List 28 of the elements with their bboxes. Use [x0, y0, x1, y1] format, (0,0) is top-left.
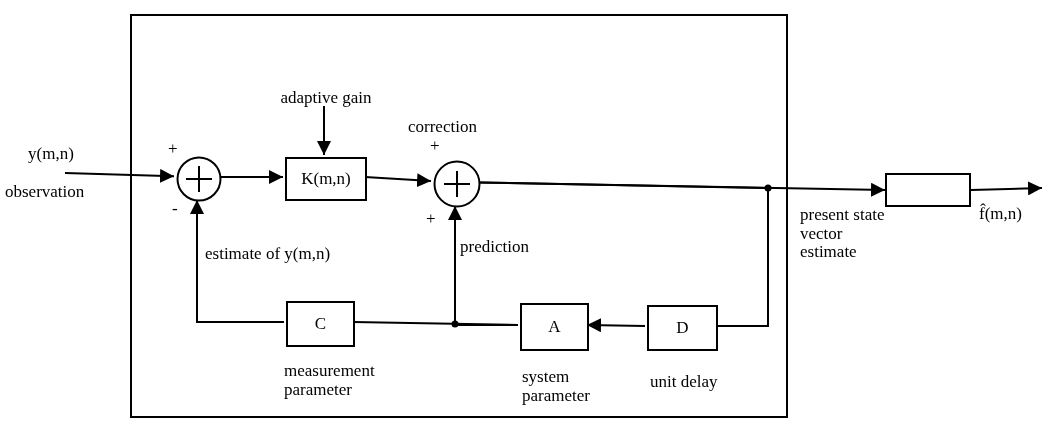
signal-label: estimate of y(m,n)	[205, 245, 331, 264]
signal-label: f̂(m,n)	[979, 205, 1022, 224]
block-caption: system parameter	[522, 368, 591, 406]
block-box: C	[286, 301, 355, 347]
sign-label: +	[430, 137, 440, 156]
signal-label: present state vector estimate	[800, 206, 886, 263]
block-caption: unit delay	[650, 373, 719, 392]
signal-label: y(m,n)	[28, 145, 74, 164]
block-box: D	[647, 305, 718, 351]
summing-junction	[176, 156, 222, 202]
block-box: K(m,n)	[285, 157, 367, 201]
sign-label: +	[426, 210, 436, 229]
connector-arrow	[448, 205, 519, 326]
connector-arrow	[317, 105, 331, 156]
sign-label: +	[168, 140, 178, 159]
signal-label: prediction	[460, 238, 529, 257]
block-caption: measurement parameter	[284, 362, 376, 400]
connector-arrow	[64, 168, 175, 183]
signal-label: correction	[408, 118, 477, 137]
connector-arrow	[190, 199, 285, 323]
connector-arrow	[970, 181, 1043, 196]
block-box	[885, 173, 971, 207]
sign-label: -	[172, 200, 178, 219]
input-label: adaptive gain	[270, 88, 382, 108]
signal-label: observation	[5, 183, 85, 202]
summing-junction	[433, 160, 481, 208]
block-box: A	[520, 303, 589, 351]
system-frame	[130, 14, 788, 418]
